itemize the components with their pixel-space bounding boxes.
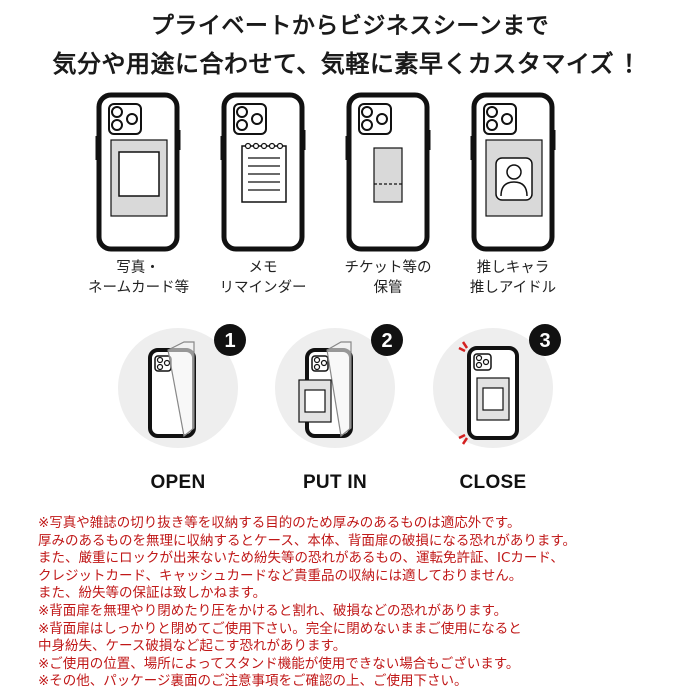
headline-line-2: 気分や用途に合わせて、気軽に素早くカスタマイズ ！ bbox=[52, 50, 648, 78]
use-case-photo-line2: ネームカード等 bbox=[88, 280, 190, 296]
use-case-memo: メモ リマインダー bbox=[213, 92, 313, 298]
note-line: ※写真や雑誌の切り抜き等を収納する目的のため厚みのあるものは適応外です。 bbox=[38, 515, 521, 531]
note-line: ※その他、パッケージ裏面のご注意事項をご確認の上、ご使用下さい。 bbox=[38, 673, 468, 690]
note-line: クレジットカード、キャッシュカードなど貴重品の収納には適しておりません。 bbox=[38, 567, 523, 584]
use-case-idol-line2: 推しアイドル bbox=[469, 280, 557, 296]
step-open-illustration: 1 bbox=[118, 324, 246, 448]
note-line: ※背面扉を無理やり閉めたり圧をかけると割れ、破損などの恐れがあります。 bbox=[38, 602, 508, 619]
use-case-photo-line1: 写真・ bbox=[116, 260, 160, 276]
step-1-badge bbox=[214, 324, 246, 356]
person-portrait-icon bbox=[470, 92, 556, 252]
step-put-in-label: PUT IN bbox=[302, 472, 368, 493]
step-open: 1 OPEN bbox=[118, 318, 258, 494]
step-open-label: OPEN bbox=[150, 472, 206, 493]
step-3-badge bbox=[529, 324, 561, 356]
step-2-badge bbox=[371, 324, 403, 356]
use-case-memo-line2: リマインダー bbox=[219, 280, 307, 296]
use-case-idol: 推しキャラ 推しアイドル bbox=[463, 92, 563, 298]
headline-line-1: プライベートからビジネスシーンまで bbox=[150, 13, 550, 39]
ticket-icon bbox=[345, 92, 431, 252]
use-case-ticket-line1: チケット等の bbox=[344, 260, 432, 276]
use-case-idol-line1: 推しキャラ bbox=[476, 260, 550, 276]
use-case-photo: 写真・ ネームカード等 bbox=[88, 92, 190, 298]
step-close-illustration: 3 bbox=[433, 324, 561, 448]
caution-notes: ※写真や雑誌の切り抜き等を収納する目的のため厚みのあるものは適応外です。 厚みの… bbox=[38, 515, 678, 691]
step-close-label: CLOSE bbox=[459, 472, 527, 493]
step-close: 3 CLOSE bbox=[433, 318, 573, 494]
note-line: ※背面扉はしっかりと閉めてご使用下さい。完全に閉めないままご使用になると bbox=[38, 620, 522, 637]
step-1-number: 1 bbox=[224, 330, 235, 352]
memo-pad-icon bbox=[220, 92, 306, 252]
click-marks-icon bbox=[458, 341, 469, 445]
use-case-ticket: チケット等の 保管 bbox=[338, 92, 438, 298]
step-3-number: 3 bbox=[539, 330, 550, 352]
step-put-in: 2 PUT IN bbox=[275, 318, 415, 494]
use-case-memo-line1: メモ bbox=[248, 260, 278, 276]
note-line: また、紛失等の保証は致しかねます。 bbox=[38, 585, 267, 602]
note-line: ※ご使用の位置、場所によってスタンド機能が使用できない場合もございます。 bbox=[38, 655, 520, 672]
photo-card-icon bbox=[95, 92, 181, 252]
step-2-number: 2 bbox=[381, 330, 392, 352]
note-line: 中身紛失、ケース破損など起こす恐れがあります。 bbox=[38, 638, 347, 655]
note-line: また、厳重にロックが出来ないため紛失等の恐れがあるもの、運転免許証、ICカード、 bbox=[38, 550, 564, 567]
note-line: 厚みのあるものを無理に収納するとケース、本体、背面扉の破損になる恐れがあります。 bbox=[38, 532, 576, 549]
use-case-ticket-line2: 保管 bbox=[373, 280, 403, 296]
step-put-in-illustration: 2 bbox=[275, 324, 403, 448]
